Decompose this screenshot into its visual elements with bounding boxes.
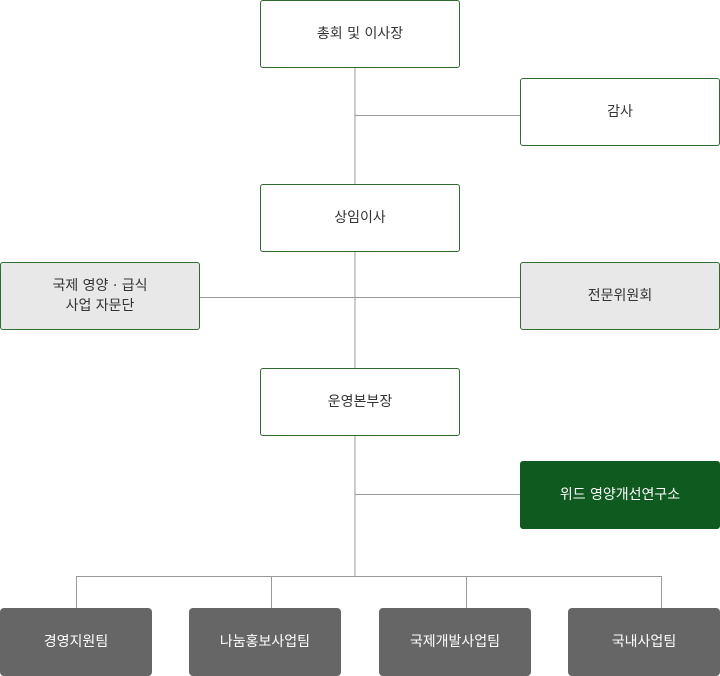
auditor-box: 감사 <box>520 78 720 146</box>
research-institute-box: 위드 영양개선연구소 <box>520 461 720 529</box>
expert-committee-box: 전문위원회 <box>520 262 720 330</box>
research-institute-label: 위드 영양개선연구소 <box>559 487 681 503</box>
team-label: 국내사업팀 <box>611 634 677 650</box>
team-label: 경영지원팀 <box>43 634 109 650</box>
general-assembly-box: 총회 및 이사장 <box>260 0 460 68</box>
team-box-international: 국제개발사업팀 <box>379 608 531 676</box>
team-label: 국제개발사업팀 <box>409 634 501 650</box>
advisory-group-box: 국제 영양 · 급식 사업 자문단 <box>0 262 200 330</box>
advisory-group-label-line2: 사업 자문단 <box>65 298 135 314</box>
operations-head-box: 운영본부장 <box>260 368 460 436</box>
operations-head-label: 운영본부장 <box>327 394 393 410</box>
standing-director-label: 상임이사 <box>334 210 386 226</box>
expert-committee-label: 전문위원회 <box>587 288 653 304</box>
auditor-label: 감사 <box>607 104 633 120</box>
team-box-sharing-pr: 나눔홍보사업팀 <box>189 608 341 676</box>
team-box-management: 경영지원팀 <box>0 608 152 676</box>
team-label: 나눔홍보사업팀 <box>219 634 311 650</box>
standing-director-box: 상임이사 <box>260 184 460 252</box>
advisory-group-label-line1: 국제 영양 · 급식 <box>52 278 148 294</box>
general-assembly-label: 총회 및 이사장 <box>316 26 404 42</box>
team-box-domestic: 국내사업팀 <box>568 608 720 676</box>
